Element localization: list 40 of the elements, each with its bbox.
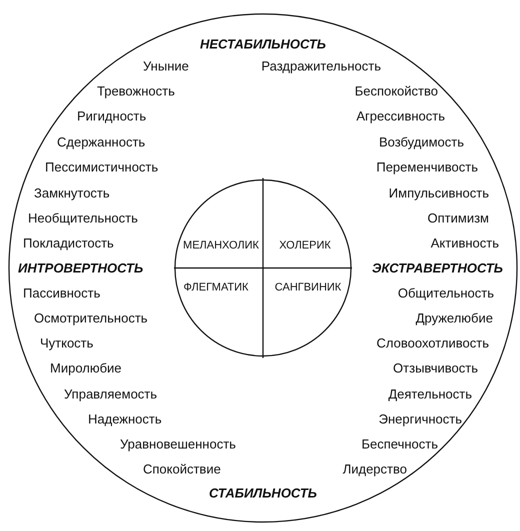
trait-label: Пассивность — [23, 286, 100, 300]
axis-label: ИНТРОВЕРТНОСТЬ — [18, 260, 144, 276]
trait-label: Тревожность — [97, 84, 175, 98]
trait-label: Общительность — [398, 286, 494, 300]
axis-label: НЕСТАБИЛЬНОСТЬ — [200, 36, 326, 52]
trait-label: Дружелюбие — [416, 310, 493, 326]
trait-label: Агрессивность — [356, 108, 445, 124]
trait-label: Чуткость — [40, 336, 94, 350]
trait-label: Надежность — [88, 412, 162, 426]
trait-label: Раздражительность — [261, 58, 381, 74]
trait-label: Спокойствие — [143, 462, 221, 476]
trait-label: Уравновешенность — [120, 436, 236, 452]
trait-label: Пессимистичность — [45, 160, 158, 174]
axis-label: ЭКСТРАВЕРТНОСТЬ — [372, 260, 503, 276]
trait-label: Покладистость — [23, 236, 114, 250]
trait-label: Отзывчивость — [393, 360, 478, 376]
trait-label: Сдержанность — [57, 134, 146, 150]
trait-label: Миролюбие — [50, 360, 122, 376]
trait-label: Ригидность — [77, 108, 146, 124]
trait-label: Беспокойство — [354, 84, 438, 98]
trait-label: Импульсивность — [388, 186, 489, 200]
trait-label: Переменчивость — [376, 160, 478, 174]
trait-label: Активность — [430, 236, 499, 250]
trait-label: Оптимизм — [428, 210, 489, 226]
trait-label: Замкнутость — [34, 186, 110, 200]
temperament-label: МЕЛАНХОЛИК — [183, 238, 259, 254]
trait-label: Уныние — [143, 58, 189, 74]
temperament-label: ФЛЕГМАТИК — [184, 280, 248, 296]
trait-label: Беспечность — [361, 436, 438, 452]
trait-label: Возбудимость — [378, 134, 464, 150]
trait-label: Осмотрительность — [34, 310, 148, 326]
trait-label: Лидерство — [342, 462, 407, 476]
trait-label: Энергичность — [378, 412, 462, 426]
trait-label: Словоохотливость — [376, 336, 489, 350]
trait-label: Деятельность — [388, 386, 472, 402]
axis-label: СТАБИЛЬНОСТЬ — [209, 486, 317, 500]
trait-label: Необщительность — [28, 210, 138, 226]
temperament-label: САНГВИНИК — [274, 280, 342, 296]
temperament-label: ХОЛЕРИК — [279, 238, 331, 254]
trait-label: Управляемость — [64, 386, 158, 402]
